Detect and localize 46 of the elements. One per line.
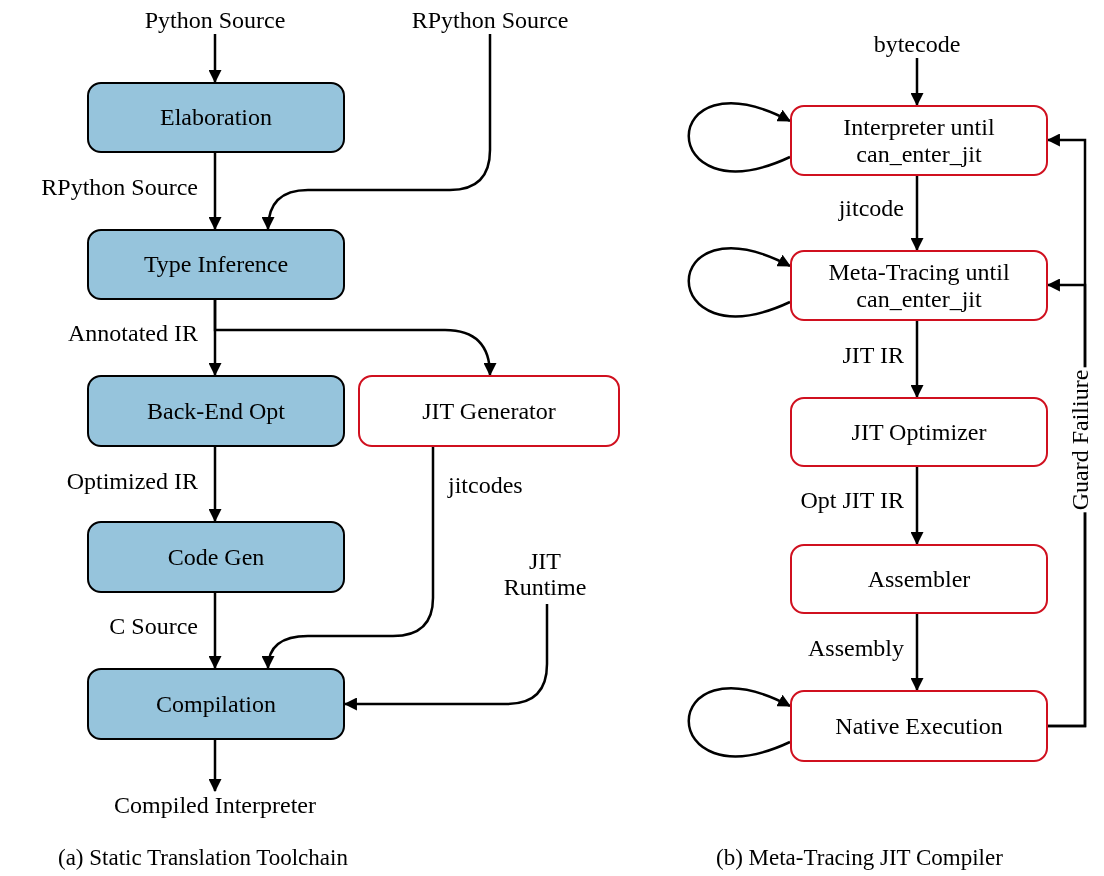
arrow	[687, 102, 791, 173]
arrow	[687, 687, 791, 758]
process-box	[87, 82, 345, 153]
box-label: Type Inference	[142, 251, 290, 278]
arrow	[208, 593, 222, 670]
arrow	[910, 321, 924, 399]
process-box	[87, 668, 345, 740]
box-label: Meta-Tracing until can_enter_jit	[827, 259, 1011, 312]
flow-label: RPython Source	[375, 6, 605, 34]
box-label: Assembler	[866, 565, 972, 593]
process-box	[790, 250, 1048, 321]
process-box	[358, 375, 620, 447]
box-label: JIT Generator	[421, 397, 557, 425]
process-box	[87, 375, 345, 447]
box-label: Code Gen	[166, 543, 266, 571]
box-label: JIT Optimizer	[850, 418, 988, 446]
process-box	[87, 521, 345, 593]
process-box	[790, 690, 1048, 762]
box-label: Compilation	[155, 690, 277, 718]
arrow	[208, 740, 222, 793]
arrow	[343, 604, 549, 711]
box-label: Interpreter until can_enter_jit	[842, 114, 996, 167]
arrow	[910, 58, 924, 107]
caption: (a) Static Translation Toolchain	[58, 845, 348, 871]
box-label: Back-End Opt	[146, 397, 286, 425]
process-box	[790, 544, 1048, 614]
arrow	[910, 467, 924, 546]
process-box	[790, 397, 1048, 467]
box-label: Elaboration	[159, 104, 273, 131]
arrow	[208, 34, 222, 84]
arrow	[208, 153, 222, 231]
flow-label: Python Source	[100, 6, 330, 34]
flow-label: bytecode	[840, 30, 994, 58]
caption: (b) Meta-Tracing JIT Compiler	[716, 845, 1003, 871]
process-box	[87, 229, 345, 300]
arrow	[910, 614, 924, 692]
arrow	[262, 34, 492, 231]
process-box	[790, 105, 1048, 176]
arrow	[687, 247, 791, 318]
arrow	[910, 176, 924, 252]
arrow	[213, 300, 496, 377]
flow-label: JIT Runtime	[490, 544, 600, 604]
arrow	[262, 447, 435, 670]
flow-label: Compiled Interpreter	[70, 791, 360, 819]
arrow	[208, 447, 222, 523]
box-label: Native Execution	[834, 712, 1004, 740]
